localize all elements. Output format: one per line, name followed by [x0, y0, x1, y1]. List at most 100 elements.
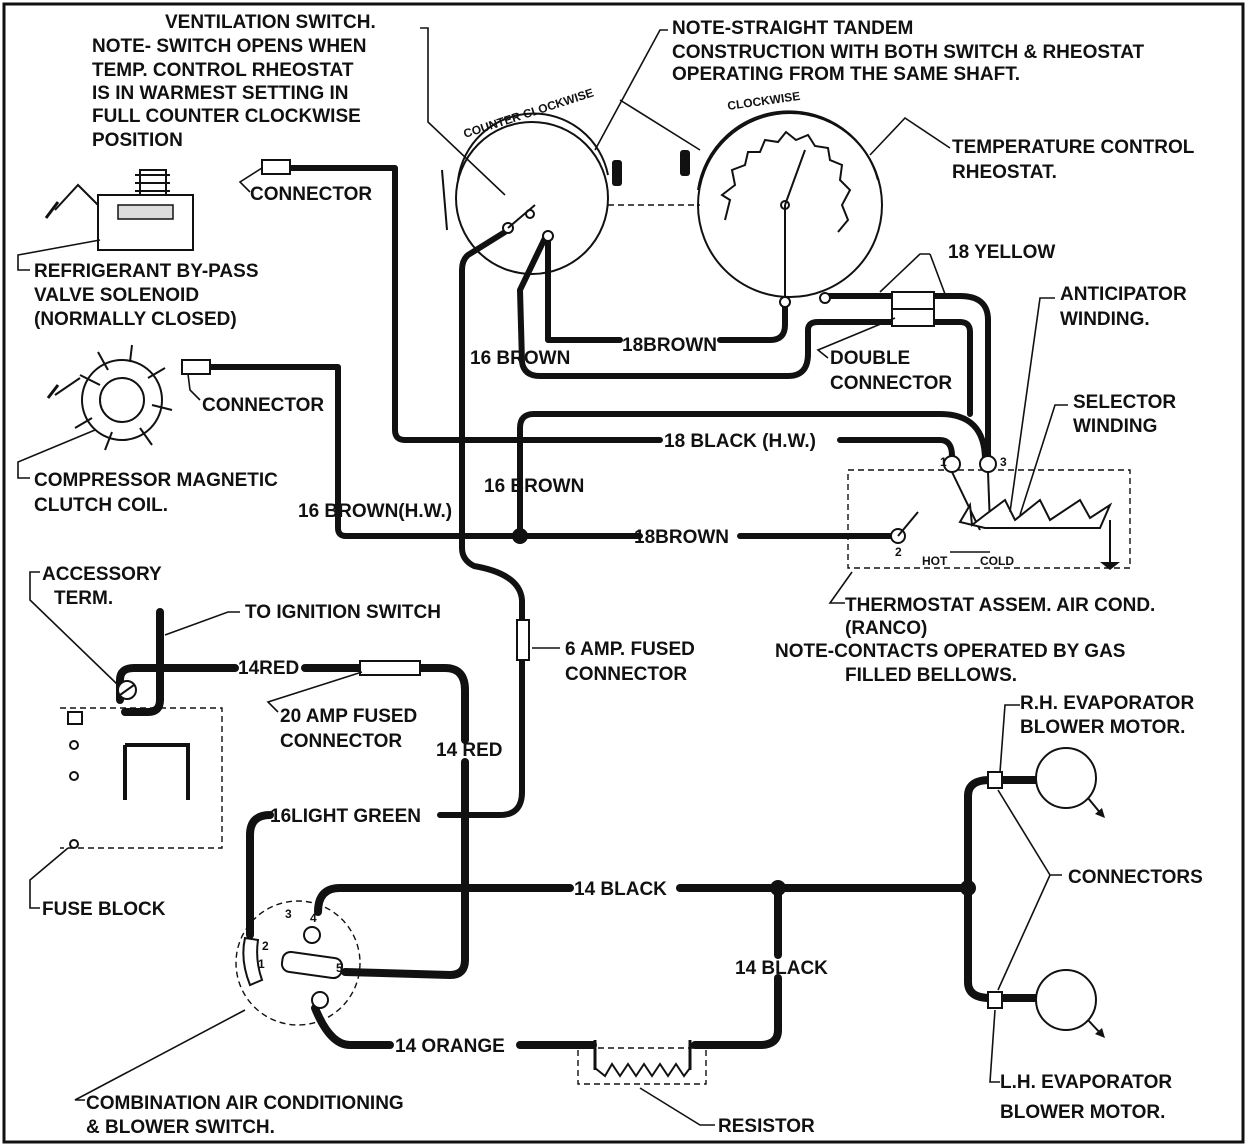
junction-black-2: [960, 880, 976, 896]
label-clutch-2: CLUTCH COIL.: [34, 495, 168, 516]
label-accessory-2: TERM.: [54, 588, 113, 609]
wire-18-black-hw: [837, 437, 955, 465]
label-sw-4: 4: [310, 911, 317, 925]
wire-16-brown-switch: [517, 235, 973, 417]
label-ventilation-6: POSITION: [92, 130, 183, 151]
label-rh-1: R.H. EVAPORATOR: [1020, 693, 1194, 714]
leader-thermostat: [828, 571, 853, 604]
label-tandem-2: CONSTRUCTION WITH BOTH SWITCH & RHEOSTAT: [672, 42, 1145, 63]
label-18-brown-top: 18BROWN: [622, 335, 717, 356]
leader-ventilation: [420, 27, 506, 196]
label-sw-6: 6: [313, 1005, 320, 1019]
wire-blower: [964, 776, 1044, 892]
leader-20amp: [266, 671, 363, 713]
label-ventilation: VENTILATION SWITCH.: [165, 12, 376, 33]
label-16-light-green: 16LIGHT GREEN: [270, 806, 421, 827]
connector-clutch: [181, 359, 211, 375]
leader-anticipator: [1009, 297, 1055, 513]
wire-14-black: [314, 884, 574, 916]
label-14-orange: 14 ORANGE: [395, 1036, 505, 1057]
label-14-black-top: 14 BLACK: [574, 879, 667, 900]
resistor: [577, 1040, 707, 1085]
leader-rheostat: [869, 116, 951, 156]
label-ventilation-5: FULL COUNTER CLOCKWISE: [92, 106, 361, 127]
thermostat-assembly: [847, 455, 1131, 570]
label-anticipator-2: WINDING.: [1060, 309, 1150, 330]
label-14-red-mid: 14 RED: [436, 740, 503, 761]
wire-14-red-4: [341, 758, 469, 979]
label-resistor: RESISTOR: [718, 1116, 815, 1137]
leader-selector: [1019, 404, 1068, 516]
label-tandem-1: NOTE-STRAIGHT TANDEM: [672, 18, 913, 39]
label-14-red-top: 14RED: [238, 658, 299, 679]
junction-brown: [512, 528, 528, 544]
leader-accessory: [29, 571, 119, 686]
connector-valve: [261, 159, 291, 175]
wire-14-red-3: [416, 664, 469, 744]
label-sw-3: 3: [285, 907, 292, 921]
label-bypass-2: VALVE SOLENOID: [34, 285, 199, 306]
wire-blower-2: [964, 884, 1044, 1002]
label-18-brown-mid: 18BROWN: [634, 527, 729, 548]
leader-tandem: [594, 29, 701, 151]
temperature-rheostat: [680, 110, 883, 308]
label-combo-1: COMBINATION AIR CONDITIONING: [86, 1093, 404, 1114]
label-accessory-1: ACCESSORY: [42, 564, 162, 585]
wire-14-orange: [311, 1004, 394, 1049]
label-14-black-mid: 14 BLACK: [735, 958, 828, 979]
label-6amp-2: CONNECTOR: [565, 664, 687, 685]
label-thermostat-2: (RANCO): [845, 618, 927, 639]
label-contacts-2: FILLED BELLOWS.: [845, 665, 1017, 686]
leader-connector2: [187, 373, 201, 401]
label-tandem-3: OPERATING FROM THE SAME SHAFT.: [672, 64, 1020, 85]
label-selector-1: SELECTOR: [1073, 392, 1176, 413]
wire-14-red: [116, 664, 239, 704]
label-term-2: 2: [895, 545, 902, 559]
wire-18-brown-top: [545, 237, 623, 343]
label-connector-2: CONNECTOR: [202, 395, 324, 416]
label-bypass-1: REFRIGERANT BY-PASS: [34, 261, 259, 282]
label-16-brown-mid: 16 BROWN: [484, 476, 584, 497]
clockwise-label: CLOCKWISE: [726, 89, 801, 113]
leader-connector1: [238, 167, 263, 193]
label-term-3: 3: [1000, 455, 1007, 469]
wire-18-brown-top2: [717, 302, 788, 343]
leader-connectors: [997, 789, 1062, 991]
label-term-1: 1: [940, 455, 947, 469]
label-double-2: CONNECTOR: [830, 373, 952, 394]
wire-18-black-valve: [287, 165, 663, 443]
label-20amp-1: 20 AMP FUSED: [280, 706, 417, 727]
leader-resistor: [639, 1087, 715, 1126]
label-sw-2: 2: [262, 939, 269, 953]
label-ventilation-4: IS IN WARMEST SETTING IN: [92, 83, 349, 104]
label-lh-2: BLOWER MOTOR.: [1000, 1102, 1165, 1123]
rh-blower-motor: [987, 747, 1105, 818]
label-selector-2: WINDING: [1073, 416, 1157, 437]
label-connectors: CONNECTORS: [1068, 867, 1203, 888]
leader-bypass: [17, 239, 101, 271]
junction-black-1: [770, 880, 786, 896]
label-18-yellow: 18 YELLOW: [948, 242, 1055, 263]
label-sw-5: 5: [336, 961, 343, 975]
label-rheostat-1: TEMPERATURE CONTROL: [952, 137, 1195, 158]
leader-fuse-block: [29, 847, 69, 909]
lh-blower-motor: [987, 969, 1105, 1038]
label-16-brown-top: 16 BROWN: [470, 348, 570, 369]
wire-16-brown-hw: [207, 364, 643, 539]
label-clutch-1: COMPRESSOR MAGNETIC: [34, 470, 278, 491]
label-20amp-2: CONNECTOR: [280, 731, 402, 752]
wire-14-black-mid2: [691, 974, 782, 1049]
combination-switch: [235, 900, 361, 1026]
label-6amp-1: 6 AMP. FUSED: [565, 639, 695, 660]
label-double-1: DOUBLE: [830, 348, 910, 369]
label-sw-1: 1: [258, 957, 265, 971]
label-lh-1: L.H. EVAPORATOR: [1000, 1072, 1172, 1093]
wire-18-yellow: [825, 293, 991, 465]
label-thermostat-1: THERMOSTAT ASSEM. AIR COND.: [845, 595, 1155, 616]
leader-rh: [999, 704, 1020, 773]
label-fuse-block: FUSE BLOCK: [42, 899, 166, 920]
label-ventilation-3: TEMP. CONTROL RHEOSTAT: [92, 60, 354, 81]
fused-connector-20amp: [359, 660, 421, 676]
wire-16-light-green: [246, 811, 274, 939]
label-to-ignition: TO IGNITION SWITCH: [245, 602, 441, 623]
